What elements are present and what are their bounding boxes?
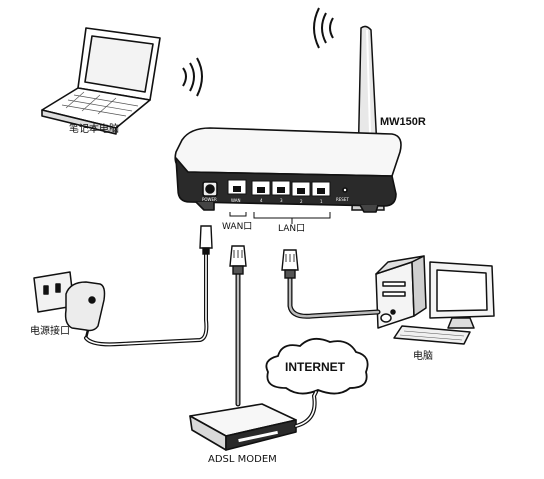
lan-port-label: LAN口 [278, 224, 306, 234]
cables [84, 250, 381, 428]
router-lan-2: 2 [300, 199, 303, 204]
cable-connectors [199, 225, 299, 279]
router-lan-3: 3 [280, 198, 283, 203]
router-icon [174, 127, 402, 213]
modem-label: ADSL MODEM [208, 454, 277, 465]
router-wan-print: WAN [231, 198, 241, 203]
internet-cloud-icon [265, 337, 369, 395]
router-power-print: POWER [202, 197, 217, 202]
router-reset-print: RESET [336, 197, 349, 202]
router-lan-1: 1 [320, 199, 323, 204]
laptop-label: 笔记本电脑 [69, 124, 119, 135]
port-brackets [229, 212, 331, 224]
wan-port-label: WAN口 [222, 222, 253, 232]
internet-label: INTERNET [285, 360, 345, 374]
router-model-label: MW150R [380, 116, 426, 128]
desktop-computer-icon [375, 255, 495, 345]
wireless-signal-icon [182, 57, 203, 97]
power-socket-label: 电源接口 [30, 326, 70, 337]
wireless-signal-icon [313, 7, 334, 49]
adsl-modem-icon [189, 403, 297, 451]
power-adapter-icon [33, 271, 106, 339]
computer-label: 电脑 [413, 351, 433, 362]
router-lan-4: 4 [260, 198, 263, 203]
laptop-icon [41, 27, 161, 135]
